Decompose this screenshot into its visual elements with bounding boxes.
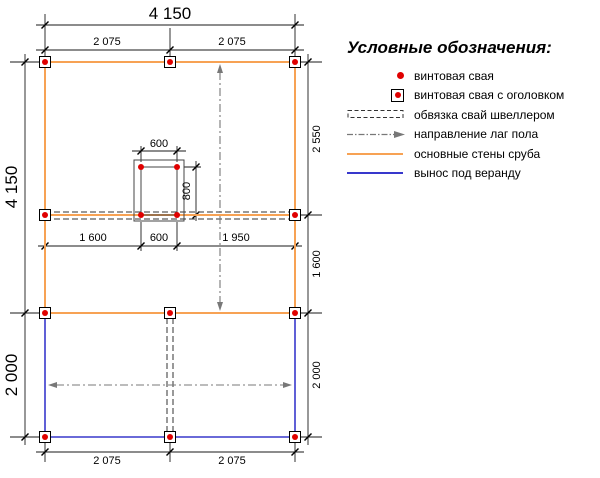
legend: Условные обозначения: винтовая свая винт… <box>347 38 597 183</box>
extension-lines <box>10 14 322 462</box>
legend-item-label: винтовая свая <box>414 68 494 83</box>
pile-with-cap <box>289 209 301 221</box>
pile <box>138 212 144 218</box>
piles-with-caps <box>39 56 301 443</box>
pile-with-cap <box>39 209 51 221</box>
pile-with-cap <box>289 431 301 443</box>
legend-item-label: обвязка свай швеллером <box>414 107 555 122</box>
pile-with-cap <box>164 431 176 443</box>
floor-plan-drawing: 4 150 2 075 2 075 4 150 2 000 2 550 1 60… <box>2 4 323 467</box>
dim-stove-height: 800 <box>181 182 193 200</box>
dim-stove-width: 600 <box>150 138 168 150</box>
pile <box>138 164 144 170</box>
joist-arrow-horizontal <box>48 382 292 388</box>
dim-right-middle: 1 600 <box>311 250 323 278</box>
legend-item-main-wall: основные стены сруба <box>347 144 597 164</box>
legend-item-label: направление лаг пола <box>414 127 539 142</box>
pile <box>174 164 180 170</box>
legend-item-pile: винтовая свая <box>347 66 597 86</box>
stove-piles <box>138 164 180 218</box>
dim-left-main: 4 150 <box>2 166 21 209</box>
dim-mid-center: 600 <box>150 232 168 244</box>
stove-foundation <box>133 159 185 222</box>
dim-bottom-left: 2 075 <box>93 455 121 467</box>
legend-item-pile-with-cap: винтовая свая с оголовком <box>347 86 597 106</box>
legend-item-channel: обвязка свай швеллером <box>347 105 597 125</box>
pile-with-cap-icon <box>347 88 409 102</box>
dim-right-upper: 2 550 <box>311 125 323 153</box>
dim-top-right: 2 075 <box>218 36 246 48</box>
pile-with-cap <box>164 307 176 319</box>
dim-mid-right: 1 950 <box>222 232 250 244</box>
channel-icon <box>347 109 409 120</box>
pile-icon <box>347 72 409 80</box>
legend-item-label: винтовая свая с оголовком <box>414 88 565 103</box>
dim-bottom-right: 2 075 <box>218 455 246 467</box>
legend-item-joist: направление лаг пола <box>347 125 597 145</box>
legend-item-veranda: вынос под веранду <box>347 164 597 184</box>
legend-title: Условные обозначения: <box>347 38 552 57</box>
joist-arrow-vertical <box>217 64 223 311</box>
main-walls <box>44 61 296 314</box>
pile <box>174 212 180 218</box>
main-wall-icon <box>347 152 409 155</box>
veranda-outline <box>44 313 296 438</box>
dim-mid-left: 1 600 <box>79 232 107 244</box>
tick-marks <box>21 21 312 456</box>
pile-with-cap <box>39 56 51 68</box>
dim-right-lower: 2 000 <box>311 361 323 389</box>
dim-top-left: 2 075 <box>93 36 121 48</box>
pile-with-cap <box>289 56 301 68</box>
legend-item-label: вынос под веранду <box>414 166 521 181</box>
veranda-line-icon <box>347 172 409 175</box>
pile-with-cap <box>289 307 301 319</box>
channel-binding-lines <box>45 211 295 432</box>
pile-with-cap <box>39 307 51 319</box>
joist-direction-icon <box>347 129 409 140</box>
dim-left-veranda: 2 000 <box>2 354 21 397</box>
pile-with-cap <box>164 56 176 68</box>
pile-with-cap <box>39 431 51 443</box>
dim-top-total: 4 150 <box>149 4 192 23</box>
legend-item-label: основные стены сруба <box>414 146 541 161</box>
